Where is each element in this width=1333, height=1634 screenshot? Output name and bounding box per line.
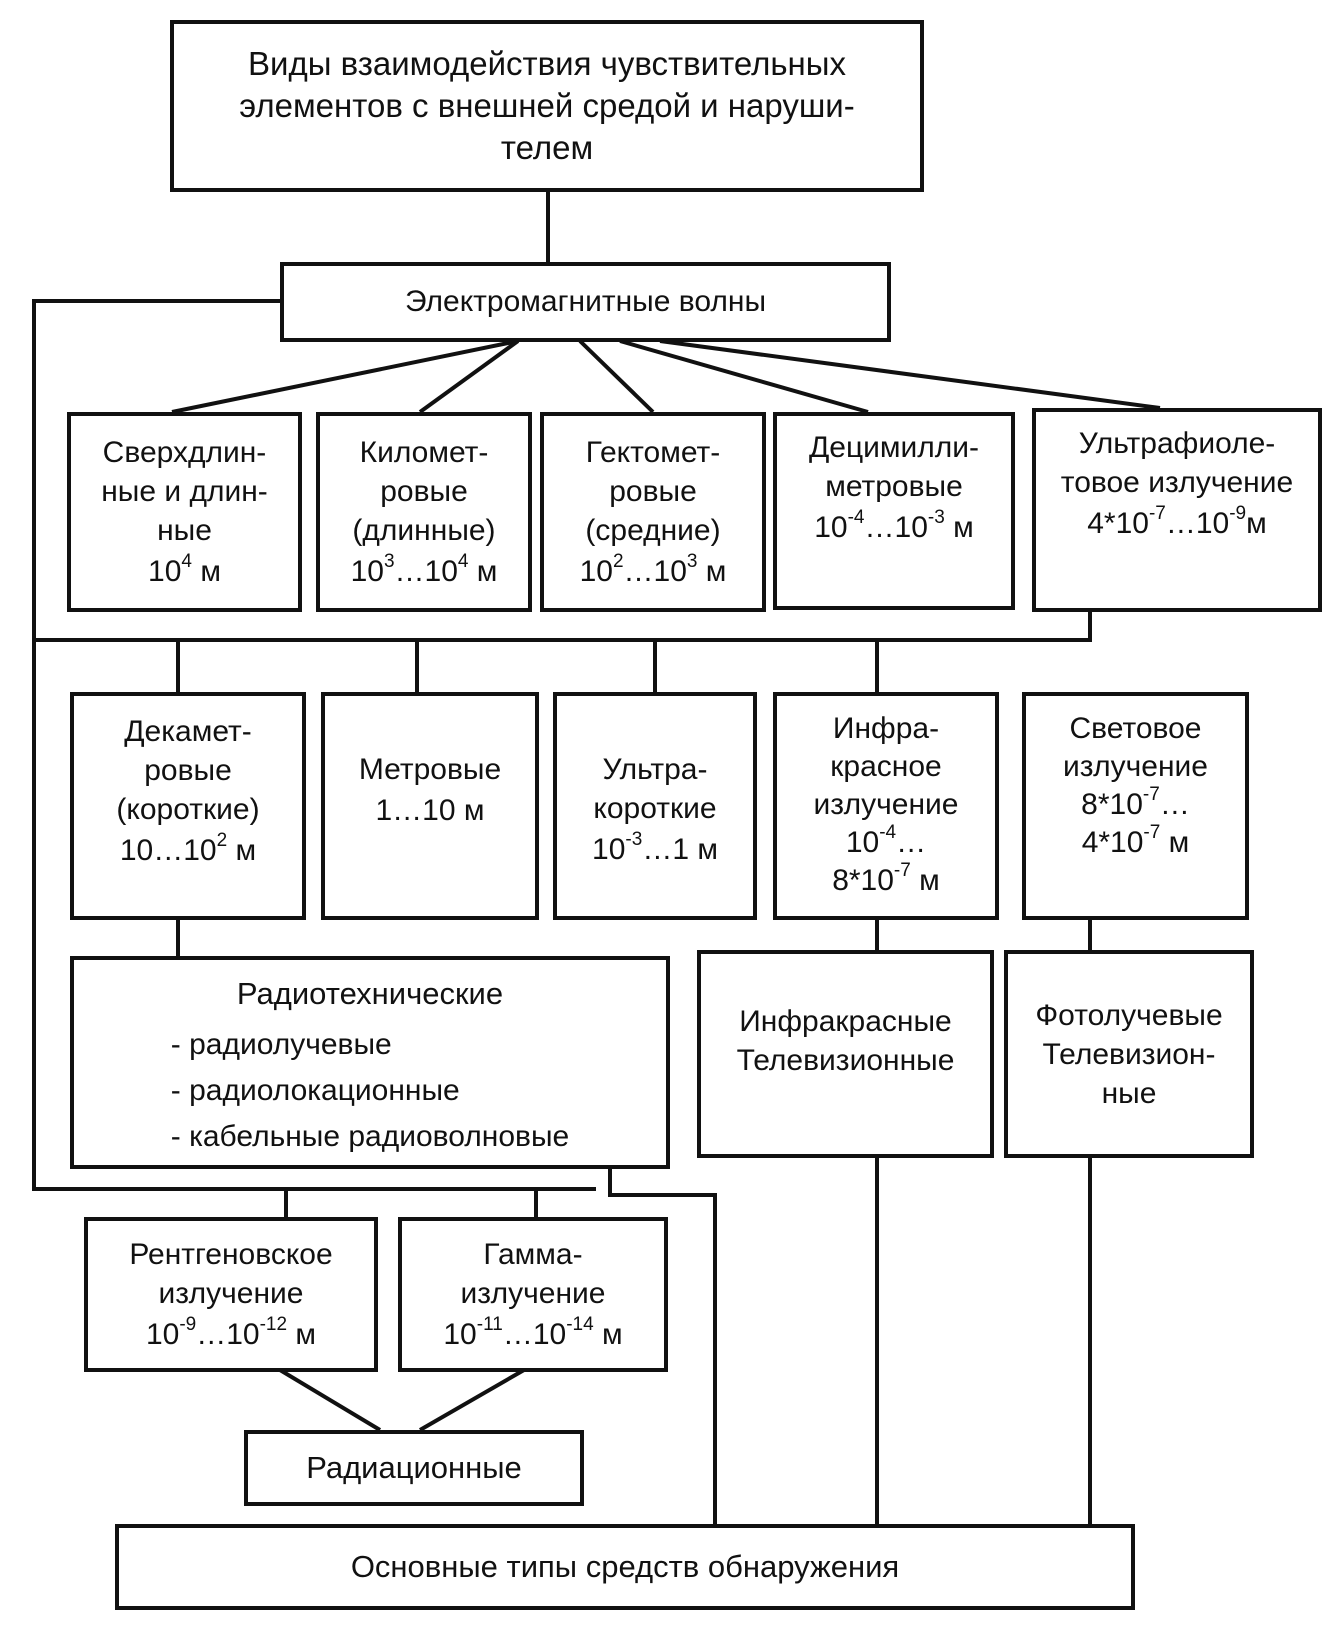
radiotech-title: Радиотехнические [236, 976, 504, 1011]
row2-range-2: 4*10-7 м [1081, 822, 1190, 859]
row1-range: 10-4…10-3 м [814, 507, 974, 544]
diagram-title-box: Виды взаимодействия чувствительных элеме… [170, 20, 924, 192]
row2-name: Инфра- красное излучение [813, 712, 959, 821]
radiation-box: Радиационные [244, 1430, 584, 1506]
diagram-title: Виды взаимодействия чувствительных элеме… [239, 45, 855, 166]
row1-box-5: Ультрафиоле- товое излучение 4*10-7…10-9… [1032, 408, 1322, 612]
detection-types-label: Основные типы средств обнаружения [350, 1549, 900, 1584]
xray-box: Рентгеновское излучение 10-9…10-12 м [84, 1217, 378, 1372]
row2-name: Метровые [358, 753, 502, 786]
radiotech-item: - радиолучевые [170, 1028, 392, 1061]
row2-name: Ультра- короткие [593, 753, 717, 825]
row3-range: 10-9…10-12 м [145, 1314, 317, 1351]
row1-box-3: Гектомет- ровые (средние) 102…103 м [540, 412, 766, 612]
em-waves-label: Электромагнитные волны [404, 285, 767, 318]
row1-name: Сверхдлин- ные и длин- ные [101, 436, 268, 547]
row2-name: Декамет- ровые (короткие) [116, 715, 260, 826]
radiation-label: Радиационные [306, 1450, 522, 1485]
row2-box-2: Метровые 1…10 м [321, 692, 539, 920]
row1-range: 4*10-7…10-9м [1087, 503, 1267, 540]
radiotech-item: - радиолокационные [170, 1074, 460, 1107]
photo-tv-box: Фотолучевые Телевизион- ные [1004, 950, 1254, 1158]
row1-range: 104 м [148, 551, 221, 588]
row2-name: Световое излучение [1062, 712, 1208, 783]
row1-name: Гектомет- ровые (средние) [585, 436, 721, 547]
row2-range: 10-3…1 м [592, 829, 718, 866]
row2-box-5: Световое излучение 8*10-7… 4*10-7 м [1022, 692, 1249, 920]
row2-range: 1…10 м [375, 794, 485, 827]
row2-range: 10-4… [845, 822, 927, 859]
row2-range: 8*10-7… [1081, 784, 1190, 821]
row1-range: 103…104 м [350, 551, 498, 588]
radiotech-box: Радиотехнические - радиолучевые - радиол… [70, 956, 670, 1169]
radiotech-item: - кабельные радиоволновые [170, 1120, 570, 1153]
row1-name: Децимилли- метровые [808, 431, 980, 503]
row1-box-1: Сверхдлин- ные и длин- ные 104 м [67, 412, 302, 612]
row2-box-1: Декамет- ровые (короткие) 10…102 м [70, 692, 306, 920]
infrared-tv-box: Инфракрасные Телевизионные [697, 950, 994, 1158]
row1-name: Километ- ровые (длинные) [352, 436, 496, 547]
detection-types-box: Основные типы средств обнаружения [115, 1524, 1135, 1610]
row1-name: Ультрафиоле- товое излучение [1060, 427, 1294, 499]
row2-box-3: Ультра- короткие 10-3…1 м [553, 692, 757, 920]
gamma-box: Гамма- излучение 10-11…10-14 м [398, 1217, 668, 1372]
row2-box-4: Инфра- красное излучение 10-4… 8*10-7 м [773, 692, 999, 920]
row1-box-2: Километ- ровые (длинные) 103…104 м [316, 412, 532, 612]
row1-range: 102…103 м [579, 551, 727, 588]
radiotech-list: - радиолучевые - радиолокационные - кабе… [171, 1022, 570, 1160]
row2-range: 10…102 м [119, 830, 257, 867]
em-waves-box: Электромагнитные волны [280, 262, 891, 342]
row3-name: Рентгеновское излучение [129, 1238, 333, 1310]
row2-range-2: 8*10-7 м [832, 860, 940, 897]
row1-box-4: Децимилли- метровые 10-4…10-3 м [773, 412, 1015, 610]
row3-range: 10-11…10-14 м [443, 1314, 623, 1351]
row3-name: Гамма- излучение [460, 1238, 606, 1310]
infrared-tv-label: Инфракрасные Телевизионные [736, 1005, 955, 1077]
photo-tv-label: Фотолучевые Телевизион- ные [1035, 998, 1223, 1110]
